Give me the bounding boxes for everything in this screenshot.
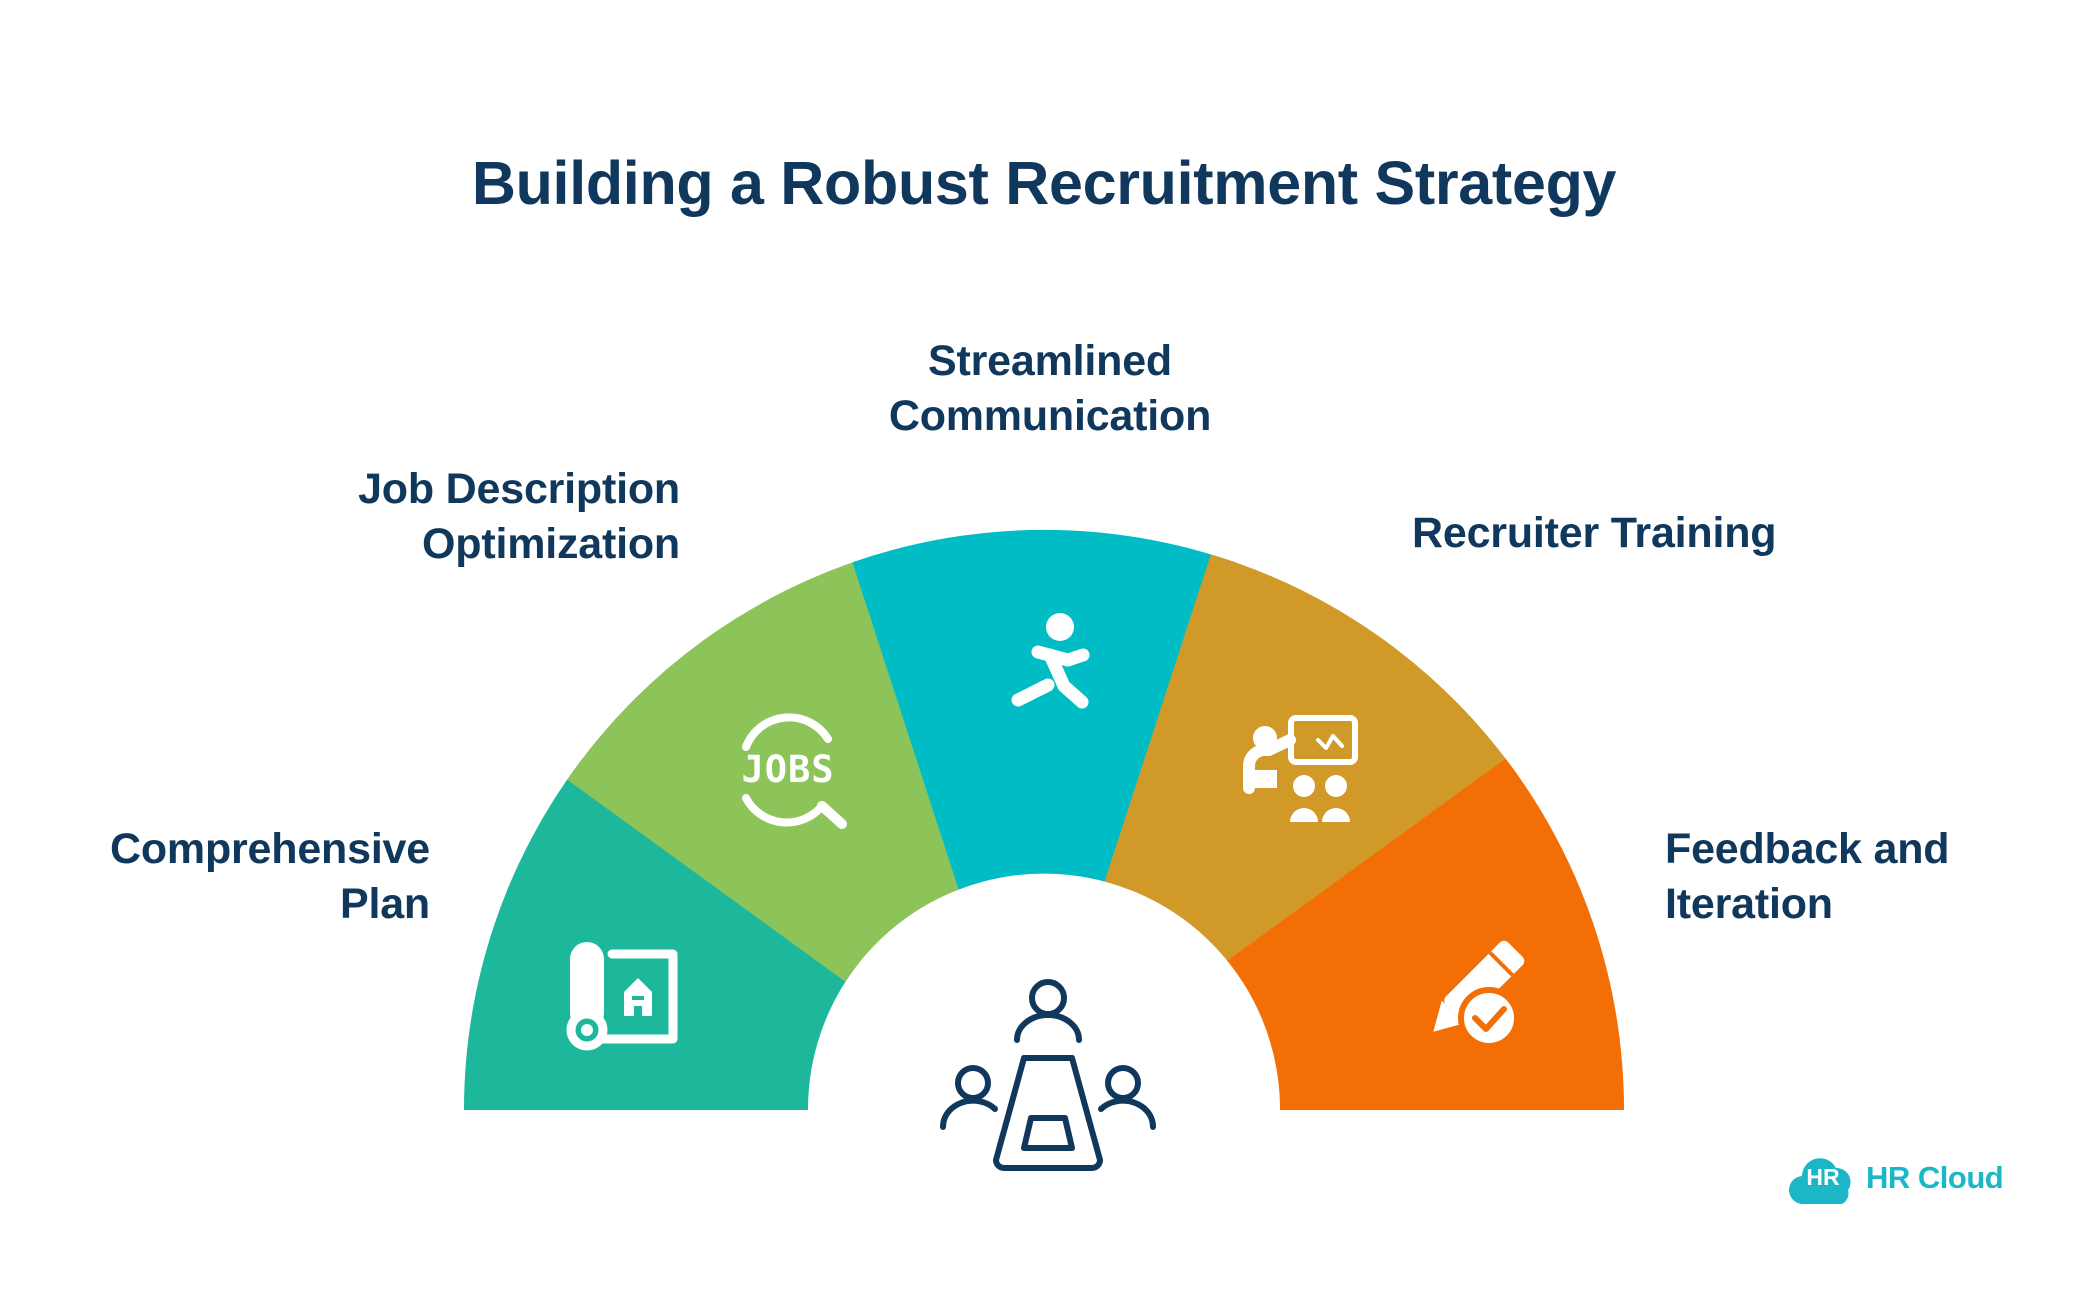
blueprint-plan-icon: [566, 942, 678, 1051]
segment-recruiter-training: [1104, 554, 1521, 982]
svg-text:JOBS: JOBS: [741, 748, 834, 791]
meeting-table-icon: [939, 979, 1157, 1171]
running-person-icon: [1011, 613, 1090, 709]
diagram-title: Building a Robust Recruitment Strategy: [471, 149, 1617, 217]
segment-comprehensive-plan: [463, 758, 861, 1110]
segment-job-description-optimization: [567, 554, 984, 982]
segment-feedback-and-iteration: [1227, 758, 1624, 1110]
presentation-training-icon: [1243, 715, 1358, 822]
logo-badge-text: HR: [1806, 1164, 1840, 1190]
logo-brand-text: HR Cloud: [1866, 1160, 2004, 1195]
cloud-icon: [1788, 1158, 1851, 1205]
hr-cloud-logo: HR HR Cloud: [1788, 1150, 2008, 1210]
jobs-search-icon: JOBS: [741, 713, 847, 829]
pencil-check-icon: [1433, 940, 1525, 1049]
label-recruiter-training: Recruiter Training: [1412, 509, 1777, 557]
